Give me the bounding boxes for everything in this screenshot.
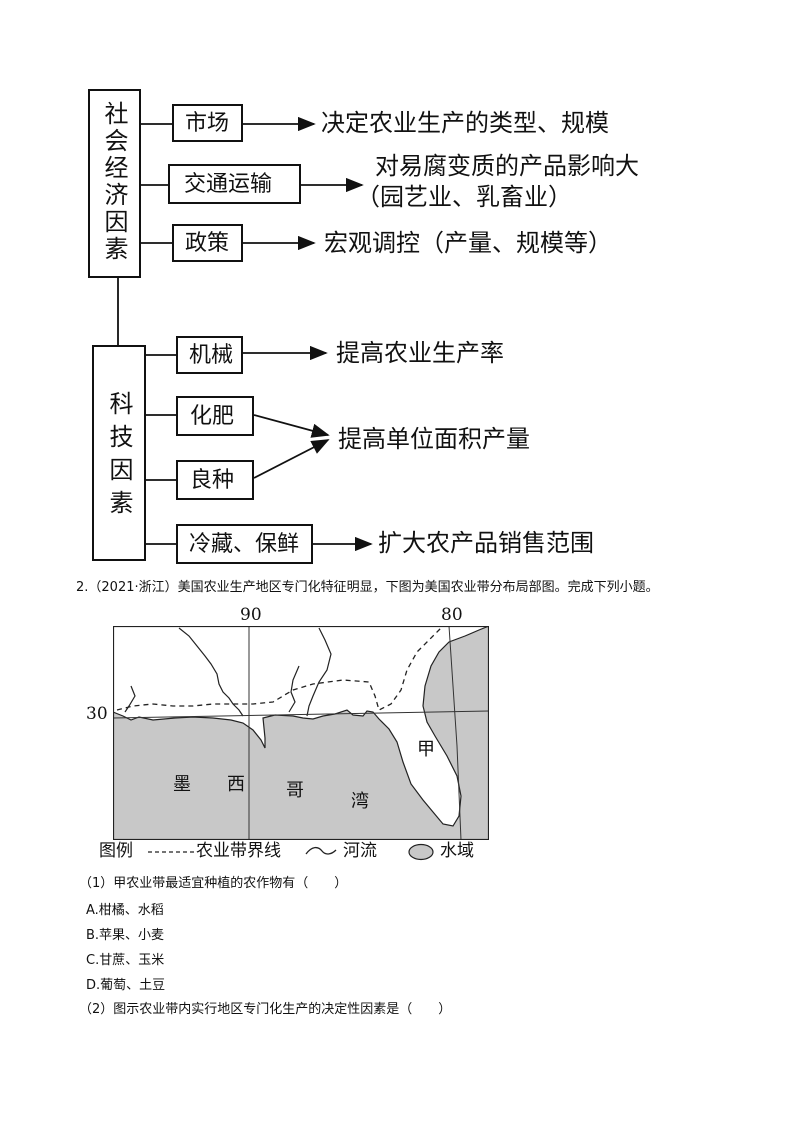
effect-market: 决定农业生产的类型、规模 [321,109,609,137]
sub-question-2: （2）图示农业带内实行地区专门化生产的决定性因素是（ ） [79,1002,452,1017]
option-c[interactable]: C.甘蔗、玉米 [86,953,165,968]
agri-belt-boundary [116,626,444,711]
diagram-connectors [117,116,373,552]
river-east-2 [288,665,300,713]
factor-label: 冷藏、保鲜 [189,532,300,557]
legend-water-icon [408,843,434,861]
sub-question-1: （1）甲农业带最适宜种植的农作物有（ ） [79,876,348,891]
river-mississippi [178,627,244,717]
effect-transport: 对易腐变质的产品影响大 [375,152,639,180]
factor-box-machinery: 机械 [176,336,243,374]
legend-river-label: 河流 [343,841,377,861]
option-b[interactable]: B.苹果、小麦 [86,928,165,943]
factor-label: 市场 [185,111,230,136]
effect-policy: 宏观调控（产量、规模等） [324,229,612,257]
option-d[interactable]: D.葡萄、土豆 [86,978,166,993]
legend-dash-icon [148,851,196,853]
sea-char-3: 哥 [286,780,304,801]
latitude-label-30: 30 [86,704,108,724]
tech-factors-label: 科技因素 [105,391,133,523]
effect-transport-note: （园艺业、乳畜业） [356,183,572,211]
factor-box-fertilizer: 化肥 [176,396,254,436]
option-a[interactable]: A.柑橘、水稻 [86,903,164,918]
social-factors-label: 社会经济因素 [100,101,128,263]
effect-machinery: 提高农业生产率 [336,339,504,367]
longitude-label-80: 80 [441,605,463,625]
question-intro: 2.（2021·浙江）美国农业生产地区专门化特征明显，下图为美国农业带分布局部图… [76,580,659,595]
factor-box-market: 市场 [172,104,243,142]
effect-refrigeration: 扩大农产品销售范围 [378,529,594,557]
legend-water-label: 水域 [440,841,474,861]
region-jia-label: 甲 [417,739,435,760]
factor-label: 化肥 [190,404,235,429]
effect-yield: 提高单位面积产量 [338,425,530,453]
longitude-label-90: 90 [240,605,262,625]
social-factors-box: 社会经济因素 [88,89,141,278]
legend-boundary-label: 农业带界线 [196,841,281,861]
map-graphic [113,626,489,840]
factor-box-seeds: 良种 [176,460,254,500]
river-east-1 [306,627,332,717]
factor-box-policy: 政策 [172,224,243,262]
sea-char-4: 湾 [351,791,369,812]
legend-title: 图例 [99,841,133,861]
factor-label: 机械 [189,343,234,368]
factor-box-refrigeration: 冷藏、保鲜 [176,524,313,564]
parallel-30 [113,710,489,719]
tech-factors-box: 科技因素 [92,345,146,561]
gulf-water [113,626,489,840]
factor-label: 交通运输 [184,172,273,197]
factor-box-transport: 交通运输 [168,164,301,204]
factor-label: 政策 [185,231,230,256]
coastline [113,626,489,827]
meridian-80 [448,626,462,840]
factor-label: 良种 [190,468,235,493]
sea-char-1: 墨 [173,774,191,795]
legend-river-icon [305,846,337,855]
sea-char-2: 西 [227,774,245,795]
river-west [124,685,136,713]
